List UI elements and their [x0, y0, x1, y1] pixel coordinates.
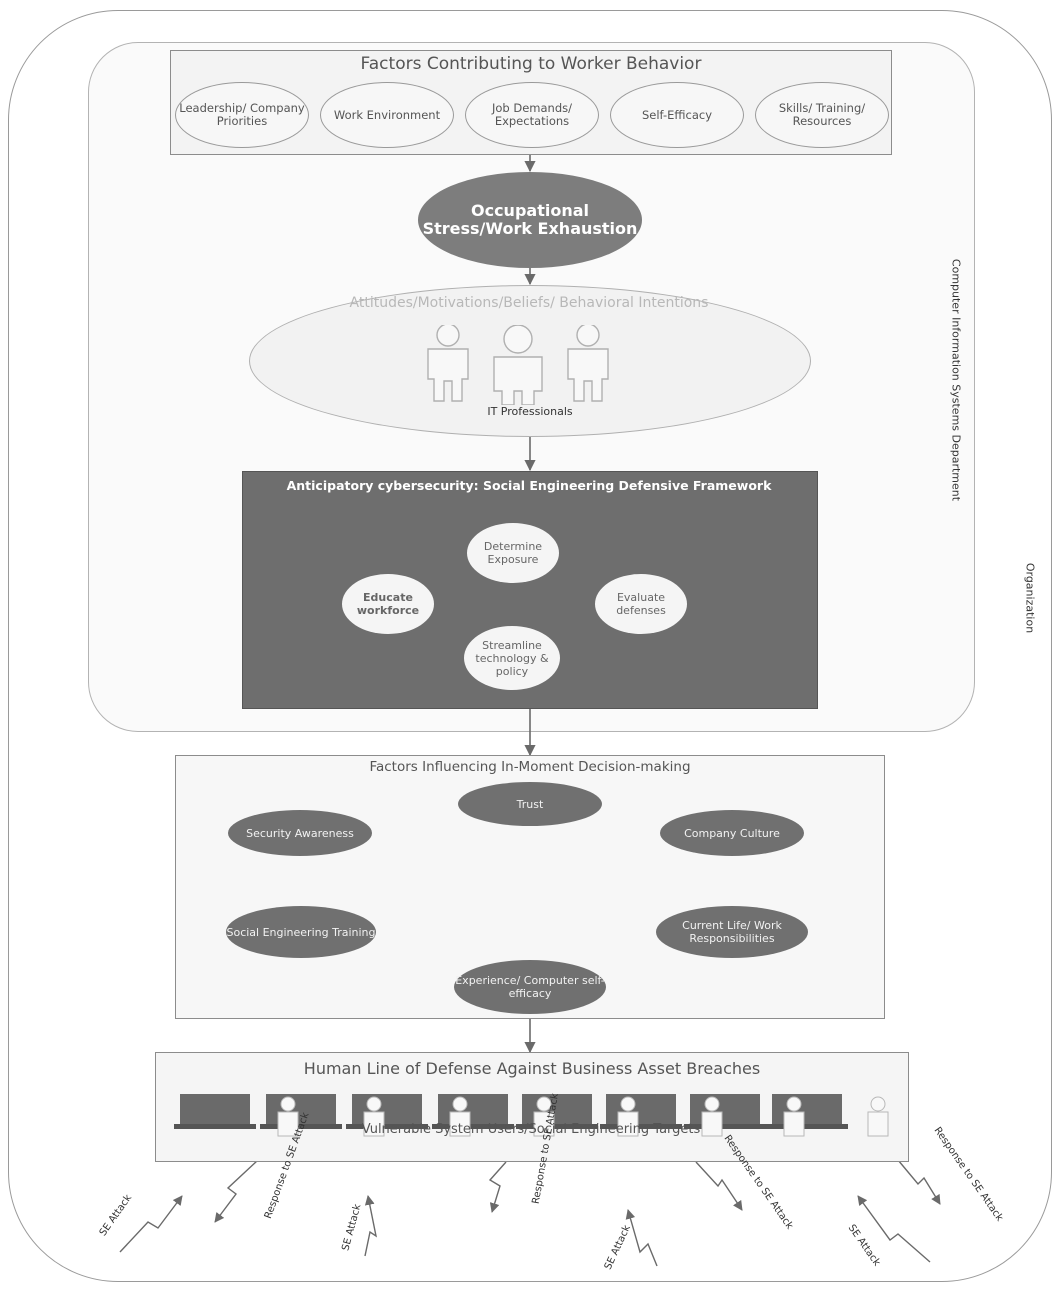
occupational-stress-oval: Occupational Stress/Work Exhaustion: [418, 172, 642, 268]
response-bolt-2: [488, 1161, 507, 1213]
organization-label: Organization: [1023, 562, 1037, 634]
factor-company-culture: Company Culture: [660, 810, 804, 856]
factor-life-work: Current Life/ Work Responsibilities: [656, 906, 808, 958]
it-professionals-label: IT Professionals: [487, 405, 573, 418]
attack-bolt-2: [364, 1195, 378, 1257]
factor-se-training: Social Engineering Training: [226, 906, 376, 958]
attack-bolt-3: [625, 1209, 658, 1267]
response-bolt-4: [897, 1159, 941, 1205]
attack-bolt-1: [119, 1195, 183, 1253]
step-evaluate-defenses: Evaluate defenses: [595, 574, 687, 634]
factor-work-environment: Work Environment: [320, 82, 454, 148]
factor-security-awareness: Security Awareness: [228, 810, 372, 856]
framework-title: Anticipatory cybersecurity: Social Engin…: [286, 478, 772, 493]
it-professionals-icon: [427, 325, 609, 405]
response-bolt-3: [695, 1161, 743, 1211]
step-streamline: Streamline technology & policy: [464, 626, 560, 690]
factor-job-demands: Job Demands/ Expectations: [465, 82, 599, 148]
factor-skills: Skills/ Training/ Resources: [755, 82, 889, 148]
step-determine-exposure: Determine Exposure: [467, 523, 559, 583]
attack-bolt-4: [857, 1195, 931, 1263]
step-educate-workforce: Educate workforce: [342, 574, 434, 634]
response-bolt-1: [214, 1159, 259, 1223]
workstations-icon: [174, 1094, 889, 1137]
factor-self-efficacy: Self-Efficacy: [610, 82, 744, 148]
attitudes-title: Attitudes/Motivations/Beliefs/ Behaviora…: [349, 295, 709, 311]
worker-behavior-title: Factors Contributing to Worker Behavior: [360, 54, 702, 74]
defense-title: Human Line of Defense Against Business A…: [303, 1059, 761, 1078]
factor-leadership: Leadership/ Company Priorities: [175, 82, 309, 148]
decision-making-title: Factors Influencing In-Moment Decision-m…: [369, 759, 691, 775]
defense-subtitle: Vulnerable System Users/Social Engineeri…: [361, 1122, 701, 1137]
factor-experience: Experience/ Computer self-efficacy: [454, 960, 606, 1014]
department-label: Computer Information Systems Department: [949, 258, 963, 502]
factor-trust: Trust: [458, 782, 602, 826]
